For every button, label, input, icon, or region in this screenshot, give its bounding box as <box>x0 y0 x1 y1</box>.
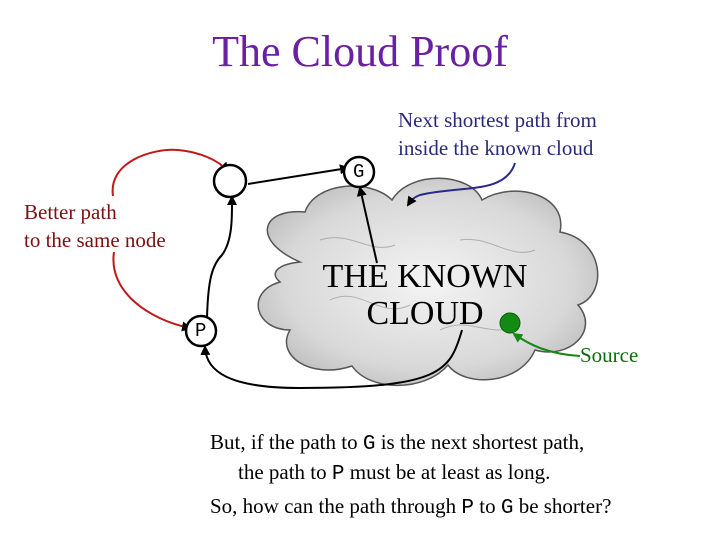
node-g <box>342 155 376 189</box>
bottom-line2-part-b: must be at least as long. <box>344 460 551 484</box>
source-annotation: Source <box>580 343 639 367</box>
node-p-label: P <box>195 320 207 342</box>
better-path-top-arc <box>111 148 230 197</box>
better-path-line2: to the same node <box>24 228 166 252</box>
bottom-line1-part-b: is the next shortest path, <box>375 430 585 454</box>
cloud-label-line1: THE KNOWN <box>322 258 528 295</box>
better-path-bottom-arc <box>112 251 192 332</box>
bottom-text-line1: But, if the path to G is the next shorte… <box>210 430 584 456</box>
edge-p-to-top-node <box>206 195 238 319</box>
node-g-label: G <box>353 161 365 183</box>
cloud-label: THE KNOWN CLOUD <box>300 258 550 332</box>
bottom-line2-part-a: the path to <box>238 460 332 484</box>
bottom-line3-var-p: P <box>461 497 474 520</box>
edge-top-node-to-g <box>247 164 350 185</box>
bottom-line3-part-a: So, how can the path through <box>210 494 462 518</box>
bottom-line1-var-g: G <box>362 433 376 456</box>
next-shortest-line1: Next shortest path from <box>398 108 597 132</box>
cloud-label-line2: CLOUD <box>366 295 484 332</box>
bottom-line3-mid: to <box>473 494 501 518</box>
next-shortest-annotation: Next shortest path from inside the known… <box>398 106 597 162</box>
node-top <box>212 163 248 199</box>
bottom-line1-part-a: But, if the path to <box>210 430 363 454</box>
edge-cloud-to-g <box>356 186 378 264</box>
page-title: The Cloud Proof <box>212 27 508 76</box>
bottom-text-line2: the path to P must be at least as long. <box>238 460 550 486</box>
better-path-line1: Better path <box>24 200 117 224</box>
next-shortest-arrow <box>406 162 516 207</box>
node-p <box>184 314 218 348</box>
bottom-line3-part-b: be shorter? <box>513 494 612 518</box>
bottom-line2-var-p: P <box>331 463 345 486</box>
edge-cloud-to-p <box>200 329 463 390</box>
bottom-text-line3: So, how can the path through P to G be s… <box>210 494 611 520</box>
bottom-line3-var-g: G <box>500 497 514 520</box>
next-shortest-line2: inside the known cloud <box>398 136 594 160</box>
node-source <box>499 312 521 334</box>
better-path-annotation: Better path to the same node <box>24 198 166 254</box>
source-link <box>512 332 581 357</box>
